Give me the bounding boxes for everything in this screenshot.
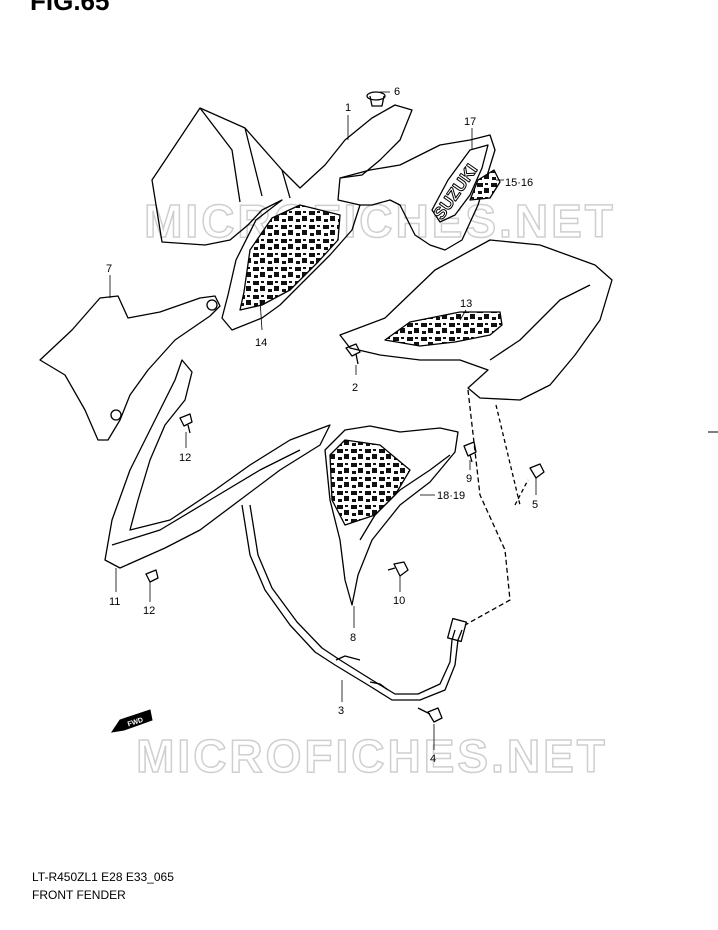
- part-1-camo-panel: [239, 204, 341, 311]
- watermark-bottom: MICROFICHES.NET: [136, 730, 608, 782]
- callout-8: 8: [350, 632, 356, 644]
- callout-15-16: 15·16: [505, 177, 533, 189]
- callout-10: 10: [393, 595, 405, 607]
- part-12-bolt-lower: [145, 569, 159, 583]
- part-11-lower-fender: [104, 359, 331, 569]
- part-3-brace: [241, 504, 463, 701]
- callout-18-19: 18·19: [437, 490, 465, 502]
- part-right-side-cover: [339, 239, 613, 401]
- part-7-side-panel: [39, 295, 221, 441]
- fwd-arrow-label: FWD: [127, 717, 144, 729]
- part-15-16-decal: [469, 169, 501, 201]
- callout-11: 11: [109, 596, 120, 608]
- callout-17: 17: [464, 116, 476, 128]
- callout-numbers: 1 6 17 15·16 7 14 13 2 12 9 5 18·19 11 1…: [106, 86, 538, 765]
- part-13-decal: [384, 311, 503, 347]
- part-18-19-decal: [329, 439, 411, 526]
- callout-12-upper: 12: [179, 452, 191, 464]
- callout-2: 2: [352, 382, 358, 394]
- callout-9: 9: [466, 473, 472, 485]
- callout-6: 6: [394, 86, 400, 98]
- part-5-nut: [529, 463, 545, 479]
- callout-1: 1: [345, 102, 351, 114]
- part-6-clip: [366, 91, 386, 101]
- model-code: LT-R450ZL1 E28 E33_065: [32, 870, 174, 884]
- fwd-arrow-icon: FWD: [110, 709, 153, 733]
- callout-5: 5: [532, 499, 538, 511]
- part-12-bolt-upper: [179, 413, 193, 434]
- part-10-bolt: [387, 561, 409, 577]
- callout-12-lower: 12: [143, 605, 155, 617]
- callout-13: 13: [460, 298, 472, 310]
- leader-lines: [109, 91, 537, 750]
- callout-7: 7: [106, 263, 112, 275]
- figure-label: FIG.65: [30, 0, 110, 16]
- callout-4: 4: [430, 753, 436, 765]
- part-4-bolt: [417, 707, 443, 723]
- part-17-emblem: [431, 144, 489, 223]
- watermark-top: MICROFICHES.NET: [144, 195, 616, 247]
- diagram-caption: FRONT FENDER: [32, 888, 126, 902]
- part-1-front-fender: [151, 104, 413, 331]
- callout-3: 3: [338, 705, 344, 717]
- part-8-lower-cover: [324, 425, 459, 606]
- part-9-bolt: [463, 441, 477, 463]
- part-2-bolt: [345, 343, 361, 365]
- callout-14: 14: [255, 337, 267, 349]
